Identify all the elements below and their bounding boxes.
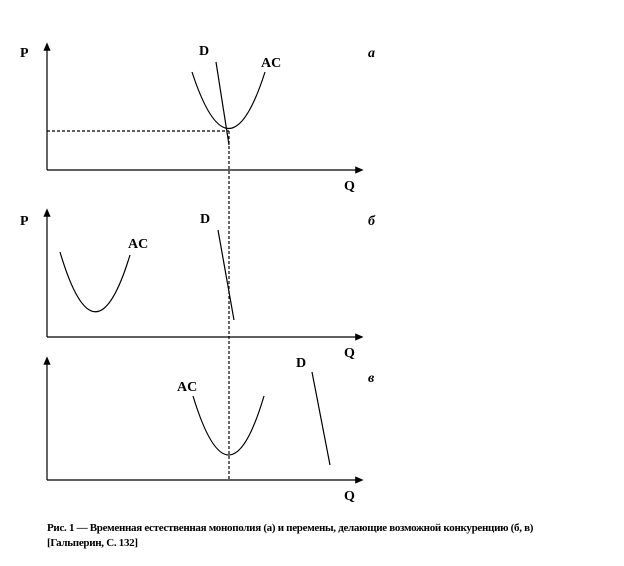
panel-b-tag: б bbox=[368, 214, 376, 229]
panel-a-x-label: Q bbox=[344, 179, 355, 194]
panel-c-ac-curve bbox=[192, 395, 265, 456]
panel-b-demand-line bbox=[217, 229, 235, 321]
panel-b-ac-curve bbox=[59, 251, 131, 313]
panel-a-demand-line bbox=[215, 61, 230, 146]
figure-caption: Рис. 1 — Временная естественная монополи… bbox=[47, 522, 534, 549]
panel-a-y-label: P bbox=[20, 46, 29, 61]
panel-a-ac-curve bbox=[191, 71, 266, 130]
panel-c-demand-line bbox=[311, 371, 331, 466]
panel-a-d-label: D bbox=[199, 44, 209, 59]
panel-b-x-label: Q bbox=[344, 346, 355, 361]
panel-a-ac-label: AC bbox=[261, 56, 281, 71]
panel-a-tag: а bbox=[368, 46, 375, 61]
panel-b-d-label: D bbox=[200, 212, 210, 227]
panel-c-x-label: Q bbox=[344, 489, 355, 504]
panel-b-y-label: P bbox=[20, 214, 29, 229]
panel-c-ac-label: AC bbox=[177, 380, 197, 395]
panel-c-tag: в bbox=[368, 371, 375, 386]
panel-b-ac-label: AC bbox=[128, 237, 148, 252]
panel-c-d-label: D bbox=[296, 356, 306, 371]
